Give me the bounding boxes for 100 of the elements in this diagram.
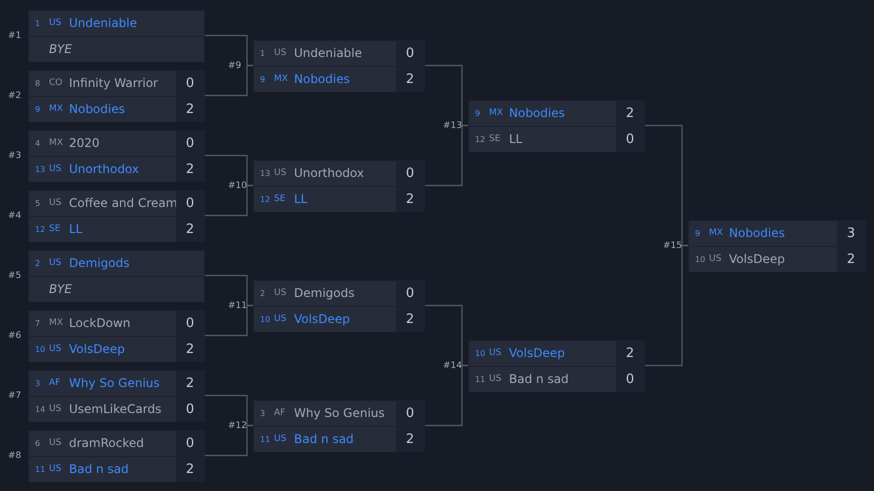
country-code: US bbox=[709, 253, 722, 266]
seed-number: 11 bbox=[260, 434, 270, 446]
score: 2 bbox=[396, 67, 424, 92]
seed-number: 13 bbox=[35, 164, 46, 176]
team-row bbox=[29, 191, 204, 216]
seed-number: 10 bbox=[695, 254, 706, 266]
score: 0 bbox=[176, 431, 204, 456]
seed-number: 10 bbox=[35, 344, 46, 356]
team-name: Nobodies bbox=[69, 101, 125, 118]
team-name: Undeniable bbox=[69, 15, 138, 32]
team-row bbox=[29, 71, 204, 96]
match-box bbox=[28, 190, 205, 241]
match-box bbox=[468, 100, 645, 151]
bye-text: BYE bbox=[49, 281, 72, 298]
match-box bbox=[28, 310, 205, 361]
team-name: Infinity Warrior bbox=[69, 75, 158, 92]
country-code: CO bbox=[49, 77, 62, 90]
country-code: MX bbox=[489, 107, 503, 120]
team-name: Undeniable bbox=[294, 45, 362, 62]
match-number: #9 bbox=[228, 60, 242, 72]
match-box bbox=[28, 10, 205, 61]
team-row bbox=[29, 97, 204, 122]
seed-number: 4 bbox=[35, 138, 40, 150]
team-row bbox=[29, 277, 204, 302]
team-name: Nobodies bbox=[294, 71, 350, 88]
seed-number: 5 bbox=[35, 198, 40, 210]
team-row bbox=[254, 41, 424, 66]
bracket-line bbox=[205, 424, 253, 456]
team-name: Unorthodox bbox=[69, 161, 140, 178]
match-number: #3 bbox=[8, 150, 22, 162]
country-code: US bbox=[274, 287, 286, 300]
seed-number: 3 bbox=[35, 378, 40, 390]
seed-number: 6 bbox=[35, 438, 40, 450]
seed-number: 13 bbox=[260, 168, 270, 180]
team-name: Demigods bbox=[294, 285, 354, 302]
country-code: US bbox=[49, 257, 62, 270]
team-name: 2020 bbox=[69, 135, 100, 152]
score: 0 bbox=[176, 311, 204, 336]
match-number: #11 bbox=[228, 300, 247, 312]
match-box bbox=[468, 340, 645, 391]
match-number: #5 bbox=[8, 270, 22, 282]
bracket-line bbox=[645, 244, 688, 366]
seed-number: 2 bbox=[260, 288, 266, 300]
team-row bbox=[29, 11, 204, 36]
bracket-line bbox=[425, 364, 468, 426]
match-number: #6 bbox=[8, 330, 22, 342]
score: 3 bbox=[837, 221, 865, 246]
team-name: LockDown bbox=[69, 315, 130, 332]
seed-number: 7 bbox=[35, 318, 40, 330]
team-name: LL bbox=[69, 221, 82, 238]
team-row bbox=[29, 431, 204, 456]
team-row bbox=[254, 161, 424, 186]
country-code: US bbox=[489, 347, 502, 360]
bracket-line bbox=[425, 124, 468, 186]
country-code: MX bbox=[49, 137, 63, 150]
team-row bbox=[254, 67, 424, 92]
country-code: US bbox=[489, 373, 502, 386]
team-row bbox=[29, 397, 204, 422]
match-number: #8 bbox=[8, 450, 22, 462]
score: 0 bbox=[396, 161, 424, 186]
team-name: Bad n sad bbox=[294, 431, 354, 448]
country-code: US bbox=[49, 437, 62, 450]
seed-number: 9 bbox=[35, 104, 40, 116]
score: 2 bbox=[616, 341, 644, 366]
match-box bbox=[688, 220, 866, 271]
score: 0 bbox=[616, 127, 644, 152]
team-name: Coffee and Cream bbox=[69, 195, 178, 212]
seed-number: 10 bbox=[260, 314, 270, 326]
country-code: US bbox=[49, 403, 62, 416]
score: 0 bbox=[176, 397, 204, 422]
team-row bbox=[469, 127, 644, 152]
team-row bbox=[689, 247, 865, 272]
team-name: VolsDeep bbox=[69, 341, 125, 358]
team-name: Unorthodox bbox=[294, 165, 364, 182]
bracket-line bbox=[205, 304, 253, 336]
bracket-line bbox=[205, 64, 253, 96]
country-code: US bbox=[274, 47, 286, 60]
match-number: #7 bbox=[8, 390, 22, 402]
score: 0 bbox=[396, 401, 424, 426]
team-name: VolsDeep bbox=[294, 311, 350, 328]
seed-number: 9 bbox=[475, 108, 480, 120]
score: 2 bbox=[396, 307, 424, 332]
score: 2 bbox=[176, 337, 204, 362]
seed-number: 11 bbox=[35, 464, 46, 476]
score: 2 bbox=[616, 101, 644, 126]
team-row bbox=[29, 457, 204, 482]
seed-number: 11 bbox=[475, 374, 486, 386]
team-name: Bad n sad bbox=[509, 371, 569, 388]
match-box bbox=[253, 400, 425, 451]
match-box bbox=[253, 40, 425, 91]
score: 2 bbox=[396, 187, 424, 212]
match-number: #13 bbox=[443, 120, 462, 132]
seed-number: 12 bbox=[475, 134, 486, 146]
team-row bbox=[29, 371, 204, 396]
seed-number: 8 bbox=[35, 78, 40, 90]
country-code: US bbox=[49, 463, 62, 476]
team-row bbox=[29, 311, 204, 336]
team-name: VolsDeep bbox=[509, 345, 565, 362]
team-row bbox=[254, 401, 424, 426]
team-row bbox=[254, 307, 424, 332]
